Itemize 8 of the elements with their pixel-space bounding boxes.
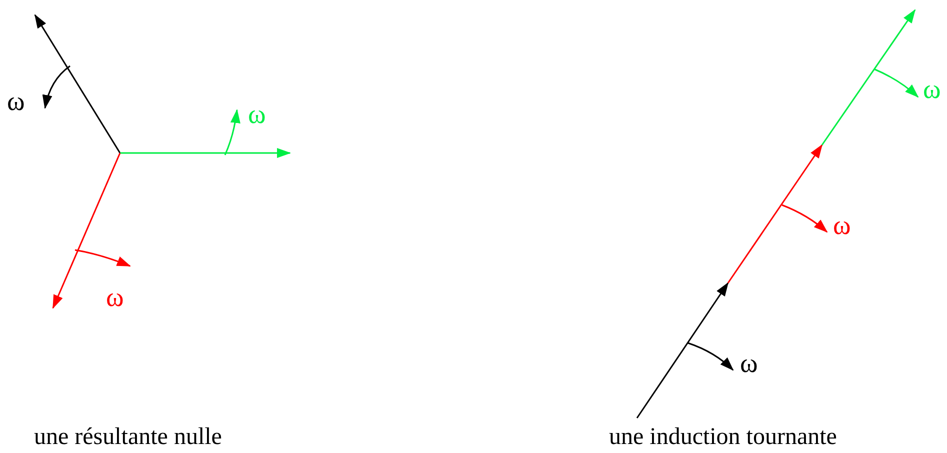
- omega-symbol: ω: [923, 76, 941, 103]
- omega-symbol: ω: [248, 101, 266, 128]
- omega-symbol: ω: [7, 88, 25, 115]
- omega-symbol: ω: [106, 284, 124, 311]
- omega-symbol: ω: [833, 212, 851, 239]
- caption: une induction tournante: [609, 425, 837, 449]
- caption: une résultante nulle: [34, 425, 222, 449]
- omega-symbol: ω: [740, 350, 758, 377]
